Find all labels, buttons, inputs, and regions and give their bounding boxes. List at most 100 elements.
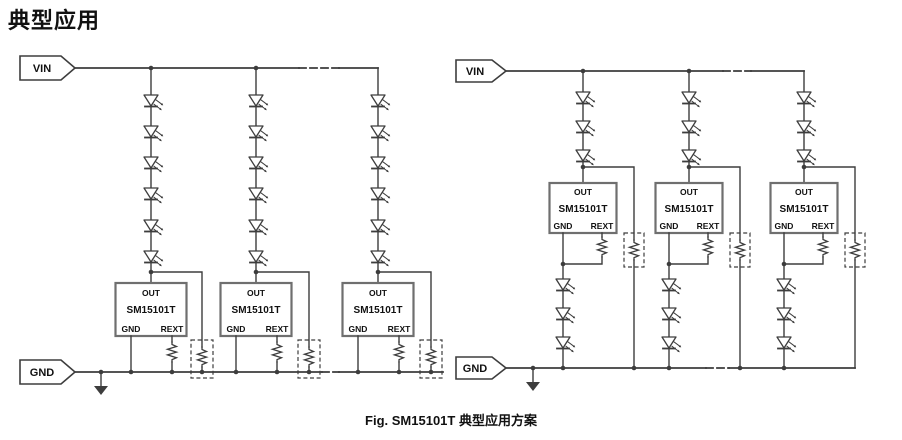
optional-resistor-box [623, 232, 645, 268]
optional-resistor-box [297, 339, 321, 379]
chip-gnd-label: GND [554, 221, 573, 231]
junction-dot [666, 365, 672, 371]
chip-outline [654, 181, 724, 235]
led-icon [248, 125, 270, 143]
chip-gnd-label: GND [660, 221, 679, 231]
gnd-flag-shape [455, 356, 508, 380]
driver-chip: OUT SM15101T GND REXT [769, 181, 839, 267]
led-icon [143, 156, 165, 174]
optional-resistor [196, 346, 208, 368]
optional-resistor-wire [803, 166, 856, 241]
chip-gnd-label: GND [775, 221, 794, 231]
led-icon [370, 219, 392, 237]
optional-resistor-wire [255, 271, 310, 348]
led-icon [796, 91, 818, 109]
chip-gnd-label: GND [122, 324, 141, 334]
page-title: 典型应用 [8, 8, 101, 33]
led-string [681, 70, 751, 369]
led-icon [575, 91, 597, 109]
led-icon [555, 336, 577, 354]
optional-resistor-box [844, 232, 866, 268]
rext-resistor [817, 236, 829, 258]
rext-resistor [393, 341, 405, 363]
gnd-flag: GND [19, 359, 77, 385]
led-icon [248, 156, 270, 174]
junction-dot [98, 369, 104, 375]
chip-name-label: SM15101T [232, 305, 281, 316]
chip-name-label: SM15101T [559, 204, 608, 215]
chip-gnd-label: GND [227, 324, 246, 334]
driver-chip: OUT SM15101T GND REXT [219, 281, 293, 373]
led-string [370, 67, 443, 379]
rext-resistor [702, 236, 714, 258]
ground-symbol-icon [93, 372, 109, 396]
led-icon [575, 120, 597, 138]
optional-resistor-box [729, 232, 751, 268]
led-icon [796, 120, 818, 138]
led-icon [681, 91, 703, 109]
led-icon [370, 125, 392, 143]
gnd-flag-shape [19, 359, 77, 385]
optional-resistor [734, 239, 746, 261]
junction-dot [306, 369, 312, 375]
chip-name-label: SM15101T [780, 204, 829, 215]
chip-outline [548, 181, 618, 235]
optional-resistor-wire [150, 271, 203, 348]
led-icon [143, 94, 165, 112]
led-icon [796, 149, 818, 167]
junction-dot [530, 365, 536, 371]
driver-chip: OUT SM15101T GND REXT [548, 181, 618, 267]
led-icon [555, 278, 577, 296]
optional-resistor [303, 346, 315, 368]
optional-resistor [628, 239, 640, 261]
chip-rext-label: REXT [266, 324, 289, 334]
circuit-left: VIN [19, 55, 444, 396]
junction-dot [631, 365, 637, 371]
chip-outline [219, 281, 293, 338]
led-icon [248, 250, 270, 268]
led-string-lower [555, 263, 577, 369]
led-icon [143, 219, 165, 237]
gnd-flag: GND [455, 356, 508, 380]
led-icon [661, 278, 683, 296]
led-icon [248, 187, 270, 205]
vin-label: VIN [466, 66, 484, 78]
junction-dot [128, 369, 134, 375]
gnd-label: GND [30, 367, 55, 379]
rext-resistor [596, 236, 608, 258]
led-icon [776, 307, 798, 325]
optional-resistor-wire [582, 166, 635, 241]
chip-outline [769, 181, 839, 235]
vin-flag: VIN [455, 59, 508, 83]
led-icon [776, 336, 798, 354]
junction-dot [233, 369, 239, 375]
chip-rext-label: REXT [812, 221, 835, 231]
led-icon [143, 125, 165, 143]
led-icon [776, 278, 798, 296]
vin-rail [74, 65, 379, 71]
chip-outline [341, 281, 415, 338]
led-icon [370, 156, 392, 174]
optional-resistor-wire [377, 271, 432, 348]
led-icon [370, 94, 392, 112]
led-string [796, 70, 866, 369]
chip-out-label: OUT [369, 288, 388, 298]
chip-out-label: OUT [795, 187, 814, 197]
junction-dot [781, 365, 787, 371]
optional-resistor-box [419, 339, 443, 379]
gnd-rail [505, 365, 856, 392]
figure-caption: Fig. SM15101T 典型应用方案 [365, 413, 537, 428]
chip-outline [114, 281, 188, 338]
chip-rext-label: REXT [591, 221, 614, 231]
led-icon [661, 336, 683, 354]
chip-name-label: SM15101T [127, 305, 176, 316]
vin-rail [505, 68, 805, 74]
led-icon [370, 187, 392, 205]
ground-symbol-icon [525, 368, 541, 392]
led-icon [143, 250, 165, 268]
junction-dot [169, 369, 175, 375]
junction-dot [428, 369, 434, 375]
chip-name-label: SM15101T [665, 204, 714, 215]
gnd-label: GND [463, 363, 488, 375]
